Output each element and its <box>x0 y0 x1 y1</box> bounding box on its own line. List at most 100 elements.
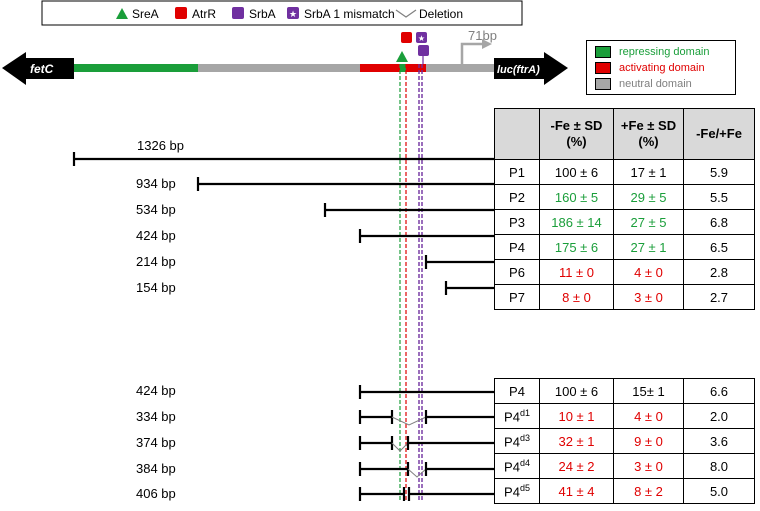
neutral-swatch-icon <box>595 78 611 90</box>
repressing-domain-bar <box>74 64 198 72</box>
construct-name: P4 <box>504 484 520 500</box>
construct-cell: P7 <box>494 284 540 310</box>
deletion-chevron-icon <box>395 9 417 18</box>
legend-srbA-mismatch-label: SrbA 1 mismatch <box>304 7 395 21</box>
minus-fe-cell: 24 ± 2 <box>539 453 614 479</box>
construct-cell: P2 <box>494 184 540 210</box>
minus-fe-cell: 41 ± 4 <box>539 478 614 504</box>
minus-fe-cell: 186 ± 14 <box>539 209 614 235</box>
star-icon: ★ <box>289 9 297 19</box>
plus-fe-cell: 27 ± 5 <box>613 209 684 235</box>
plus-fe-cell: 4 ± 0 <box>613 259 684 285</box>
fragments-set-1 <box>72 152 494 295</box>
legend-srbA-label: SrbA <box>249 7 276 21</box>
minus-fe-cell: 32 ± 1 <box>539 428 614 454</box>
plus-fe-cell: 27 ± 1 <box>613 234 684 260</box>
fetC-gene-arrow <box>2 52 74 85</box>
srbA-mismatch-site-icon <box>416 32 427 43</box>
legend-neutral-label: neutral domain <box>619 78 692 90</box>
ratio-cell: 6.6 <box>683 378 755 404</box>
ratio-cell: 5.9 <box>683 159 755 185</box>
plus-fe-cell: 17 ± 1 <box>613 159 684 185</box>
ratio-cell: 2.0 <box>683 403 755 429</box>
fetC-label: fetC <box>30 62 54 76</box>
construct-name: P4 <box>509 239 525 255</box>
header-construct <box>494 108 540 160</box>
construct-cell: P3 <box>494 209 540 235</box>
construct-cell: P4d1 <box>494 403 540 429</box>
construct-cell: P4d5 <box>494 478 540 504</box>
construct-name: P2 <box>509 189 525 205</box>
activating-domain-bar-1 <box>360 64 400 72</box>
construct-superscript: d1 <box>519 407 530 418</box>
legend-sreA-label: SreA <box>132 7 159 21</box>
atrR-square-icon <box>175 7 187 19</box>
ratio-cell: 6.8 <box>683 209 755 235</box>
activating-swatch-icon <box>595 62 611 74</box>
domain-legend: repressing domain activating domain neut… <box>586 40 736 95</box>
fragment-length-label: 154 bp <box>136 280 176 295</box>
repressing-domain-bar-2 <box>400 64 406 72</box>
header-plus-fe: +Fe ± SD(%) <box>613 108 684 160</box>
plus-fe-cell: 3 ± 0 <box>613 284 684 310</box>
atrR-site-icon <box>401 32 412 43</box>
construct-name: P6 <box>509 264 525 280</box>
activating-domain-bar-2 <box>406 64 426 72</box>
plus-fe-cell: 8 ± 2 <box>613 478 684 504</box>
legend-repressing-label: repressing domain <box>619 46 710 58</box>
construct-superscript: d4 <box>519 457 530 468</box>
minus-fe-cell: 11 ± 0 <box>539 259 614 285</box>
construct-name: P4 <box>504 459 520 475</box>
fragment-length-label: 934 bp <box>136 176 176 191</box>
srbA-square-icon <box>232 7 244 19</box>
plus-fe-cell: 3 ± 0 <box>613 453 684 479</box>
fragment-length-label: 374 bp <box>136 435 176 450</box>
ratio-cell: 8.0 <box>683 453 755 479</box>
construct-cell: P6 <box>494 259 540 285</box>
plus-fe-cell: 29 ± 5 <box>613 184 684 210</box>
fragment-length-label: 424 bp <box>136 228 176 243</box>
construct-name: P3 <box>509 214 525 230</box>
construct-name: P4 <box>504 434 520 450</box>
ratio-cell: 6.5 <box>683 234 755 260</box>
plus-fe-cell: 15± 1 <box>613 378 684 404</box>
sreA-triangle-icon <box>116 8 128 19</box>
sreA-site-icon <box>396 51 408 62</box>
tss-label: 71bp <box>468 28 497 43</box>
ratio-cell: 5.5 <box>683 184 755 210</box>
legend-deletion-label: Deletion <box>419 7 463 21</box>
fragment-length-label: 534 bp <box>136 202 176 217</box>
construct-name: P7 <box>509 289 525 305</box>
construct-cell: P4 <box>494 378 540 404</box>
plus-fe-cell: 9 ± 0 <box>613 428 684 454</box>
top-legend: SreA AtrR SrbA ★ SrbA 1 mismatch Deletio… <box>41 0 523 26</box>
construct-name: P4 <box>509 383 525 399</box>
star-icon: ★ <box>418 34 425 43</box>
minus-fe-cell: 10 ± 1 <box>539 403 614 429</box>
repressing-swatch-icon <box>595 46 611 58</box>
legend-atrR-label: AtrR <box>192 7 216 21</box>
construct-cell: P4 <box>494 234 540 260</box>
minus-fe-cell: 100 ± 6 <box>539 159 614 185</box>
construct-cell: P4d4 <box>494 453 540 479</box>
table-header-row: -Fe ± SD(%) +Fe ± SD(%) -Fe/+Fe <box>494 108 755 160</box>
srbA-site-icon <box>418 45 429 56</box>
ratio-cell: 2.8 <box>683 259 755 285</box>
construct-name: P4 <box>504 409 520 425</box>
minus-fe-cell: 160 ± 5 <box>539 184 614 210</box>
construct-cell: P1 <box>494 159 540 185</box>
srbA-mismatch-icon <box>287 7 299 19</box>
fragment-length-label: 384 bp <box>136 461 176 476</box>
construct-superscript: d3 <box>519 432 530 443</box>
binding-site-guides <box>399 64 423 500</box>
